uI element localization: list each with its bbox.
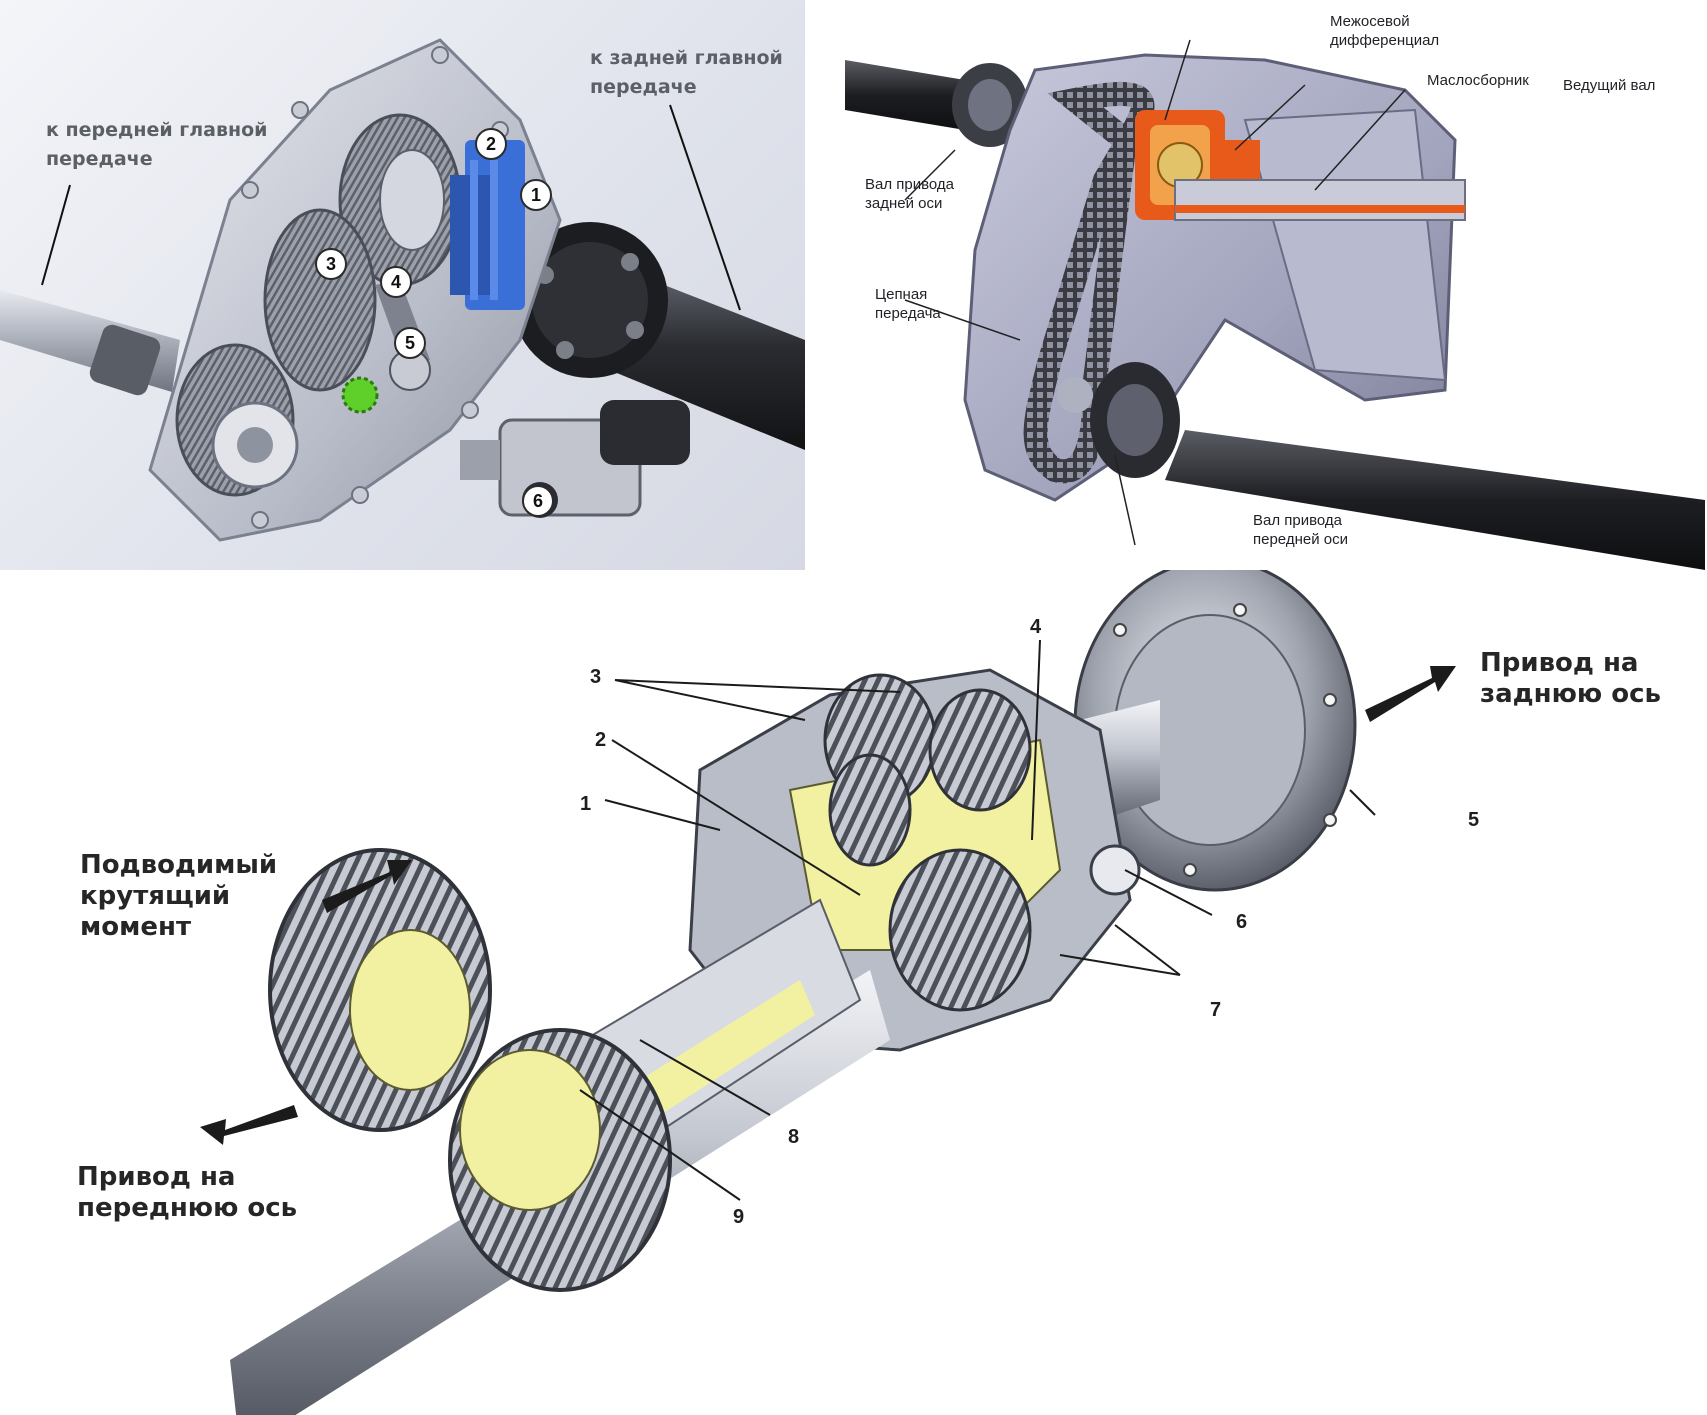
callout-number-3: 3 [590, 666, 602, 688]
leader-lines-c [579, 639, 1376, 1201]
oil-collector-label: Маслосборник [1427, 72, 1529, 89]
lower-helical-gear [175, 343, 299, 497]
actuator-motor [460, 400, 690, 518]
callout-number-8: 8 [788, 1126, 800, 1148]
callout-badge-5: 5 [394, 327, 426, 359]
chain-transfer-case-illustration [845, 39, 1705, 570]
drive-chain [1023, 81, 1155, 484]
leader-lines-b [904, 39, 1406, 546]
callout-number-2: 2 [595, 729, 607, 751]
differential-illustration [200, 570, 1456, 1415]
callout-badge-4: 4 [380, 266, 412, 298]
rear-output-shaft [512, 222, 805, 450]
input-helical-gear [268, 848, 492, 1132]
front-output-shaft [0, 290, 180, 396]
callout-badge-3: 3 [315, 248, 347, 280]
front-output-gear [448, 1028, 672, 1292]
callout-badge-6: 6 [522, 485, 554, 517]
callout-number-7: 7 [1210, 999, 1222, 1021]
front-axle-drive-shaft [1057, 362, 1705, 570]
leader-lines-a [41, 104, 741, 311]
callout-number-4: 4 [1030, 616, 1042, 638]
callout-number-9: 9 [733, 1206, 745, 1228]
callout-number-5: 5 [1468, 809, 1480, 831]
upper-helical-gear [338, 113, 462, 287]
oil-collector [1225, 140, 1260, 185]
planetary-gear-set [823, 673, 1141, 1012]
callout-badge-2: 2 [475, 128, 507, 160]
green-actuator-gear [341, 376, 379, 414]
drive-shaft-label: Ведущий вал [1563, 77, 1656, 94]
front-axle-drive-label: Привод на переднюю ось [77, 1162, 298, 1224]
input-torque-label: Подводимый крутящий момент [80, 850, 278, 943]
panel-chain-cutaway: Межосевой дифференциал Маслосборник Веду… [845, 0, 1707, 570]
panel-transfer-case-3d: к передней главной передаче к задней гла… [0, 0, 805, 570]
rear-axle-shaft-label: Вал привода задней оси [865, 176, 955, 212]
intermediate-gear [263, 208, 377, 392]
front-axle-shaft-label: Вал привода передней оси [1253, 512, 1348, 548]
panel-differential-cutaway: Подводимый крутящий момент Привод на зад… [0, 570, 1707, 1415]
main-drive-shaft [1174, 179, 1466, 221]
blue-clutch-pack [450, 140, 525, 310]
rear-axle-drive-shaft [845, 60, 1028, 147]
center-differential-label: Межосевой дифференциал [1330, 13, 1440, 49]
rear-final-drive-label: к задней главной передаче [590, 47, 783, 99]
callout-number-1: 1 [580, 793, 592, 815]
flow-arrows [200, 666, 1456, 1145]
chain-drive-label: Цепная передача [875, 286, 941, 322]
callout-number-6: 6 [1236, 911, 1248, 933]
callout-badge-1: 1 [520, 179, 552, 211]
rear-axle-drive-label: Привод на заднюю ось [1480, 648, 1661, 710]
front-final-drive-label: к передней главной передаче [46, 119, 268, 171]
